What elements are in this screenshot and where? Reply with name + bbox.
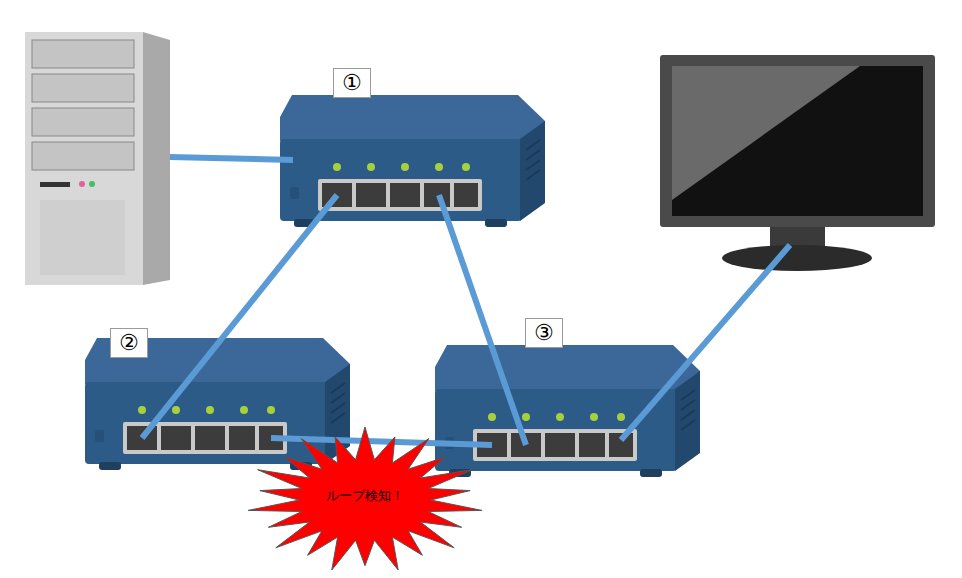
lan-cable <box>170 157 293 160</box>
callout-number: ① <box>333 68 371 98</box>
switch-node: ③ <box>435 345 700 480</box>
server-tower <box>25 32 170 285</box>
switch-1 <box>280 95 545 227</box>
monitor <box>660 55 935 271</box>
lan-cable <box>439 195 526 445</box>
alert-starburst: ループ検知！ <box>245 425 485 575</box>
switch-node: ① <box>280 95 545 230</box>
callout-number: ② <box>110 328 148 358</box>
callout-number: ③ <box>525 318 563 348</box>
switch-3 <box>435 345 700 477</box>
alert-text: ループ検知！ <box>326 487 404 505</box>
lan-cable <box>142 195 337 438</box>
lan-cable <box>621 245 790 440</box>
